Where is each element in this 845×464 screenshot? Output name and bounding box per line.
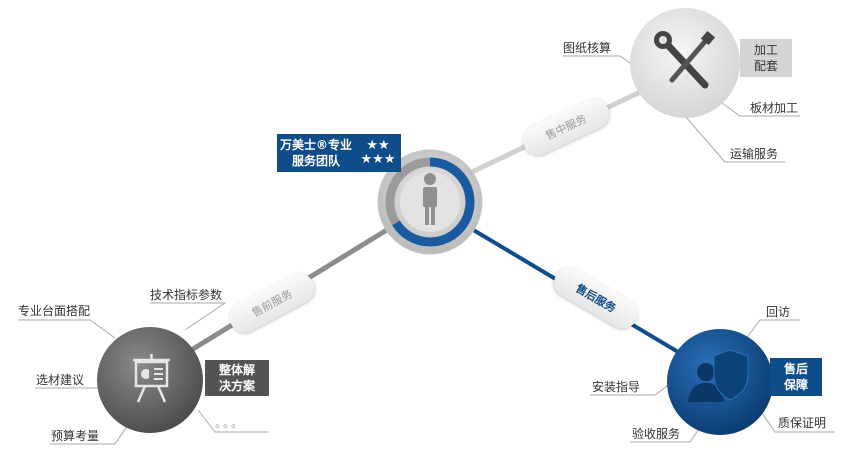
leader-countertop: [18, 319, 116, 339]
leader-budget: [50, 421, 131, 445]
label-material: 选材建议: [36, 373, 85, 387]
label-revisit: 回访: [766, 305, 791, 319]
leader-warranty: [759, 409, 835, 433]
label-board: 板材加工: [750, 101, 799, 115]
label-countertop: 专业台面搭配: [18, 304, 91, 318]
pre-sales-node: [97, 327, 203, 433]
team-shield-icon: [688, 349, 749, 402]
label-budget: 预算考量: [51, 429, 100, 443]
pre-sales-badge: 整体解 决方案: [205, 360, 269, 396]
center-badge: 万美士®专业 服务团队 ★★ ★★★: [277, 134, 401, 172]
leader-drawing: [563, 55, 641, 71]
in-sales-node: [630, 8, 740, 118]
in-sales-badge-line2: 配套: [753, 59, 778, 73]
label-acceptance: 验收服务: [632, 427, 681, 441]
leader-transport: [684, 115, 785, 163]
wrench-screwdriver-icon: [654, 30, 716, 89]
in-sales-badge-line1: 加工: [753, 43, 778, 57]
leader-revisit: [744, 319, 800, 341]
label-drawing: 图纸核算: [563, 41, 612, 55]
center-node: [377, 149, 483, 255]
in-sales-badge: 加工 配套: [740, 39, 792, 77]
after-sales-badge-line2: 保障: [783, 378, 808, 392]
pre-sales-badge-line1: 整体解: [218, 363, 255, 377]
stars-row1: ★★: [366, 138, 390, 153]
center-badge-line2: 服务团队: [291, 154, 340, 168]
leader-more: [197, 409, 268, 433]
center-badge-line1: 万美士®专业: [279, 138, 352, 152]
pre-sales-badge-line2: 决方案: [218, 379, 255, 393]
after-sales-node: [667, 329, 773, 435]
stars-row2: ★★★: [360, 152, 396, 167]
label-install: 安装指导: [592, 380, 641, 394]
after-sales-badge-line1: 售后: [783, 362, 808, 376]
after-sales-badge: 售后 保障: [770, 358, 822, 396]
person-icon: [423, 173, 437, 225]
label-more: 。。。: [215, 416, 246, 430]
label-warranty: 质保证明: [778, 416, 827, 430]
leader-tech-params: [150, 302, 227, 331]
leader-board: [714, 97, 800, 117]
rating-stars: ★★ ★★★: [355, 139, 401, 167]
label-transport: 运输服务: [730, 147, 779, 161]
label-tech-params: 技术指标参数: [150, 288, 223, 302]
presentation-board-icon: [133, 354, 170, 403]
